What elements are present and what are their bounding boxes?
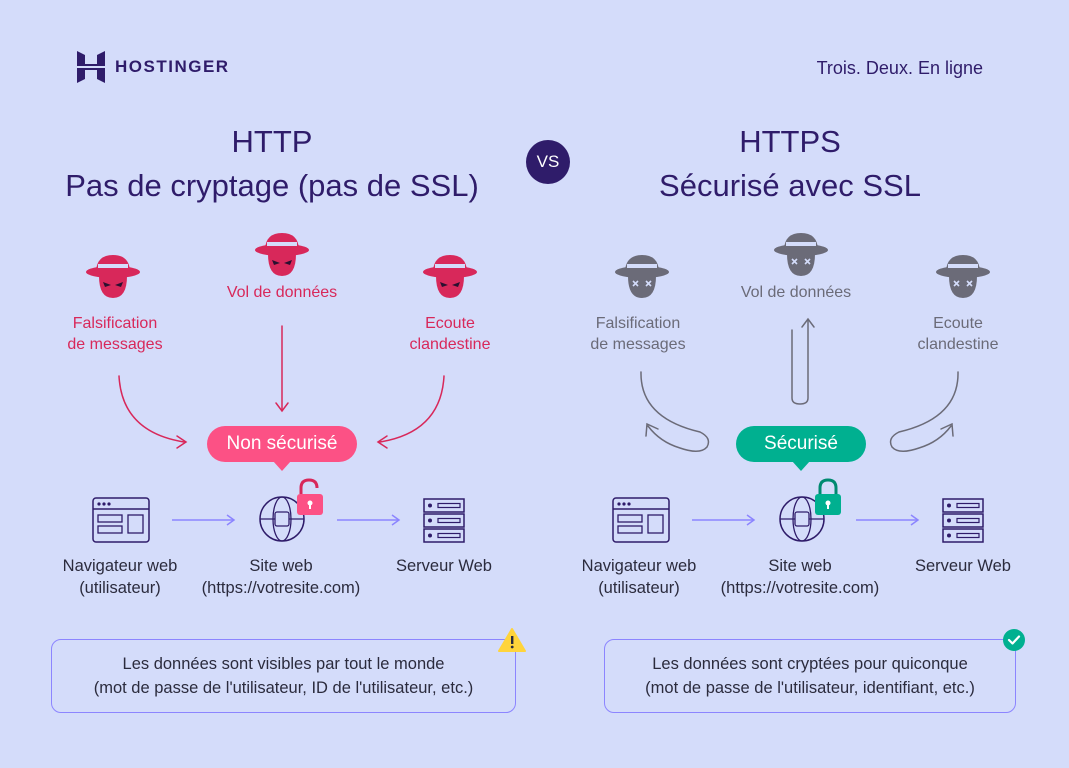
- website-globe-icon: [259, 496, 305, 542]
- browser-label: Navigateur web (utilisateur): [40, 555, 200, 599]
- threat-theft-label: Vol de données: [226, 284, 338, 301]
- blocked-eavesdrop-line1: Ecoute: [933, 315, 983, 332]
- browser-icon: [92, 497, 150, 543]
- blocked-hacker-theft-icon: [774, 233, 828, 276]
- website-label-secure-line1: Site web: [768, 557, 832, 575]
- browser-icon-secure: [612, 497, 670, 543]
- server-icon-secure: [942, 498, 984, 543]
- hostinger-logo[interactable]: HOSTINGER: [77, 51, 237, 83]
- warning-icon: [498, 628, 526, 652]
- https-note-line2: (mot de passe de l'utilisateur, identifi…: [645, 679, 975, 697]
- hacker-eavesdrop-icon: [423, 255, 477, 298]
- threat-eavesdrop-line2: clandestine: [409, 336, 491, 353]
- http-note-line1: Les données sont visibles par tout le mo…: [122, 655, 445, 673]
- blocked-hacker-eavesdrop-icon: [936, 255, 990, 298]
- blocked-eavesdrop-label: Ecoute clandestine: [888, 313, 1028, 355]
- hacker-tampering-icon: [86, 255, 140, 298]
- https-title: HTTPS Sécurisé avec SSL: [540, 120, 1040, 208]
- threat-eavesdrop-line1: Ecoute: [425, 315, 475, 332]
- brand-name: HOSTINGER: [115, 57, 230, 76]
- locked-padlock-icon: [815, 478, 841, 515]
- secure-badge: Sécurisé: [736, 426, 866, 471]
- threat-tampering-line2: de messages: [67, 336, 163, 353]
- http-note-line2: (mot de passe de l'utilisateur, ID de l'…: [93, 679, 474, 697]
- server-label-secure: Serveur Web: [915, 557, 1011, 575]
- website-label-secure-line2: (https://votresite.com): [720, 579, 880, 597]
- website-label-secure: Site web (https://votresite.com): [705, 555, 895, 599]
- hostinger-h-icon: [77, 51, 105, 83]
- threat-tampering-line1: Falsification: [72, 315, 158, 332]
- browser-label-line1: Navigateur web: [62, 557, 178, 575]
- http-title-main: HTTP: [231, 124, 313, 159]
- https-note-line1: Les données sont cryptées pour quiconque: [652, 655, 968, 673]
- brand-tagline: Trois. Deux. En ligne: [816, 58, 983, 78]
- website-label-line1: Site web: [249, 557, 313, 575]
- website-label-line2: (https://votresite.com): [201, 579, 361, 597]
- not-secure-badge: Non sécurisé: [207, 426, 357, 471]
- threat-eavesdrop-label: Ecoute clandestine: [380, 313, 520, 355]
- blocked-hacker-tampering-icon: [615, 255, 669, 298]
- server-icon: [423, 498, 465, 543]
- http-title: HTTP Pas de cryptage (pas de SSL): [20, 120, 524, 208]
- blocked-tampering-line2: de messages: [590, 336, 686, 353]
- http-title-sub: Pas de cryptage (pas de SSL): [65, 168, 479, 203]
- blocked-theft-label: Vol de données: [740, 284, 852, 301]
- https-title-sub: Sécurisé avec SSL: [659, 168, 921, 203]
- browser-label-secure-line1: Navigateur web: [581, 557, 697, 575]
- blocked-tampering-line1: Falsification: [595, 315, 681, 332]
- browser-label-secure: Navigateur web (utilisateur): [559, 555, 719, 599]
- http-info-note: Les données sont visibles par tout le mo…: [51, 639, 516, 713]
- check-circle-icon: [1003, 629, 1025, 651]
- https-info-note: Les données sont cryptées pour quiconque…: [604, 639, 1016, 713]
- website-globe-icon-secure: [779, 496, 825, 542]
- browser-label-line2: (utilisateur): [79, 579, 161, 597]
- threat-tampering-label: Falsification de messages: [40, 313, 190, 355]
- https-title-main: HTTPS: [739, 124, 841, 159]
- server-label: Serveur Web: [396, 557, 492, 575]
- hacker-theft-icon: [255, 233, 309, 276]
- unlocked-padlock-icon: [297, 478, 323, 515]
- website-label: Site web (https://votresite.com): [186, 555, 376, 599]
- vs-badge: VS: [526, 140, 570, 184]
- browser-label-secure-line2: (utilisateur): [598, 579, 680, 597]
- blocked-eavesdrop-line2: clandestine: [917, 336, 999, 353]
- blocked-tampering-label: Falsification de messages: [563, 313, 713, 355]
